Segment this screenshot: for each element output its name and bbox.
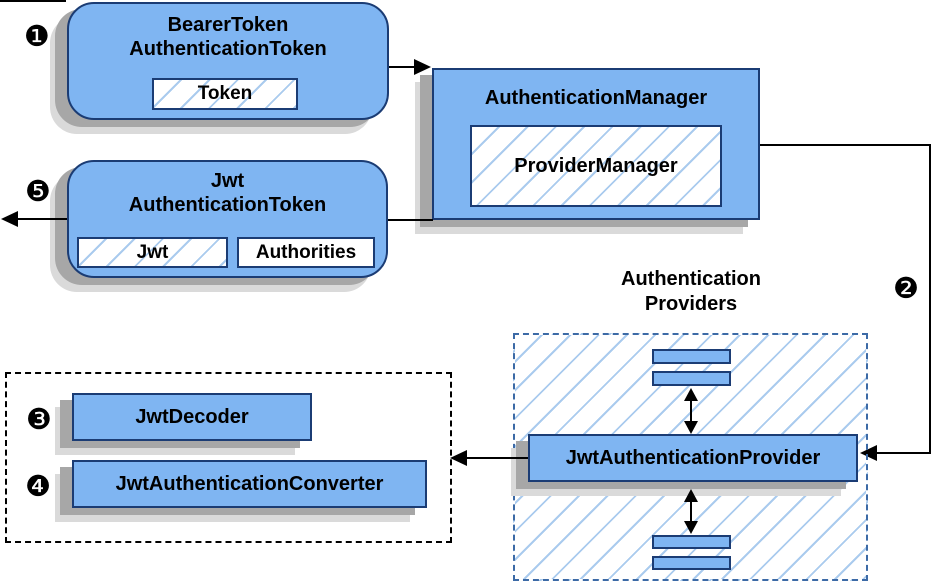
manager-to-provider-line-bottom [875,452,931,454]
provider-to-decoder-head-icon [450,450,467,466]
authorities-field: Authorities [237,237,375,268]
outgoing-result-head-icon [1,211,18,227]
step-3-badge: ❸ [26,402,52,436]
bearer-token-title-line2: AuthenticationToken [129,38,327,60]
manager-to-provider-line-top [760,144,931,146]
provider-to-decoder-line [465,457,528,459]
jwt-token-title-line2: AuthenticationToken [128,194,327,216]
authentication-providers-label-line1: Authentication [621,268,761,290]
jwt-field: Jwt [77,237,228,268]
authentication-providers-label: Authentication Providers [595,267,787,317]
arrow-to-authentication-manager-line [389,66,416,68]
bearer-token-title-line1: BearerToken [167,14,289,36]
provider-placeholder-bar [652,349,731,364]
jwt-token-title-line1: Jwt [210,170,245,192]
authentication-manager-title: AuthenticationManager [484,87,708,109]
provider-placeholder-bar [652,535,731,549]
jwt-decoder-node: JwtDecoder [72,393,312,441]
manager-to-provider-line-vertical [929,144,931,454]
authentication-providers-label-line2: Providers [644,293,738,315]
double-arrow-shaft [690,398,692,424]
jwt-authentication-provider-node: JwtAuthenticationProvider [528,434,858,482]
double-arrow-down-icon [684,521,698,534]
double-arrow-up-icon [684,388,698,401]
jwt-authentication-converter-node: JwtAuthenticationConverter [72,460,427,508]
step-2-badge: ❷ [893,271,919,305]
arrow-to-authentication-manager-head-icon [414,59,431,75]
provider-placeholder-bar [652,556,731,570]
outgoing-result-line [15,218,67,220]
manager-to-jwt-token-line [387,219,433,221]
provider-placeholder-bar [652,371,731,386]
step-5-badge: ❺ [25,174,51,208]
decoder-converter-container [5,372,452,543]
step-4-badge: ❹ [25,469,51,503]
double-arrow-shaft [690,499,692,523]
step-1-badge: ❶ [24,19,50,53]
incoming-request-line [0,0,66,2]
provider-manager-field: ProviderManager [470,125,722,207]
token-field: Token [152,78,298,110]
double-arrow-up-icon [684,489,698,502]
double-arrow-down-icon [684,421,698,434]
